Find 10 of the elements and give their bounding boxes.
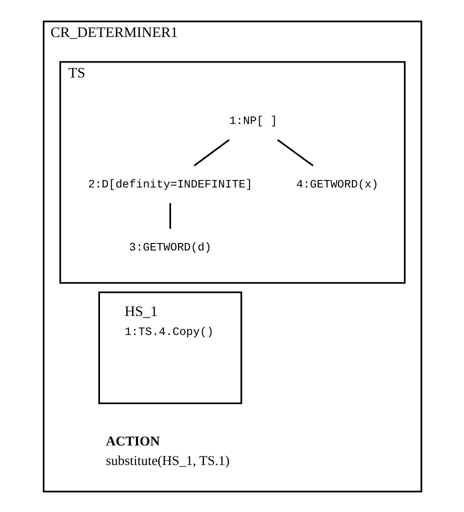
node-text: 4:GETWORD(x) [296,178,378,191]
node-box: HS_1 1:TS.4.Copy() [98,290,242,404]
connector [168,202,171,228]
label: ACTION [105,432,160,448]
connector [276,138,314,166]
node-text: 2:D[definity=INDEFINITE] [88,178,252,191]
label: substitute(HS_1, TS.1) [105,452,230,468]
node-text: 3:GETWORD(d) [128,242,211,254]
node-text: 1:NP[ ] [228,115,277,128]
connector [193,138,230,166]
